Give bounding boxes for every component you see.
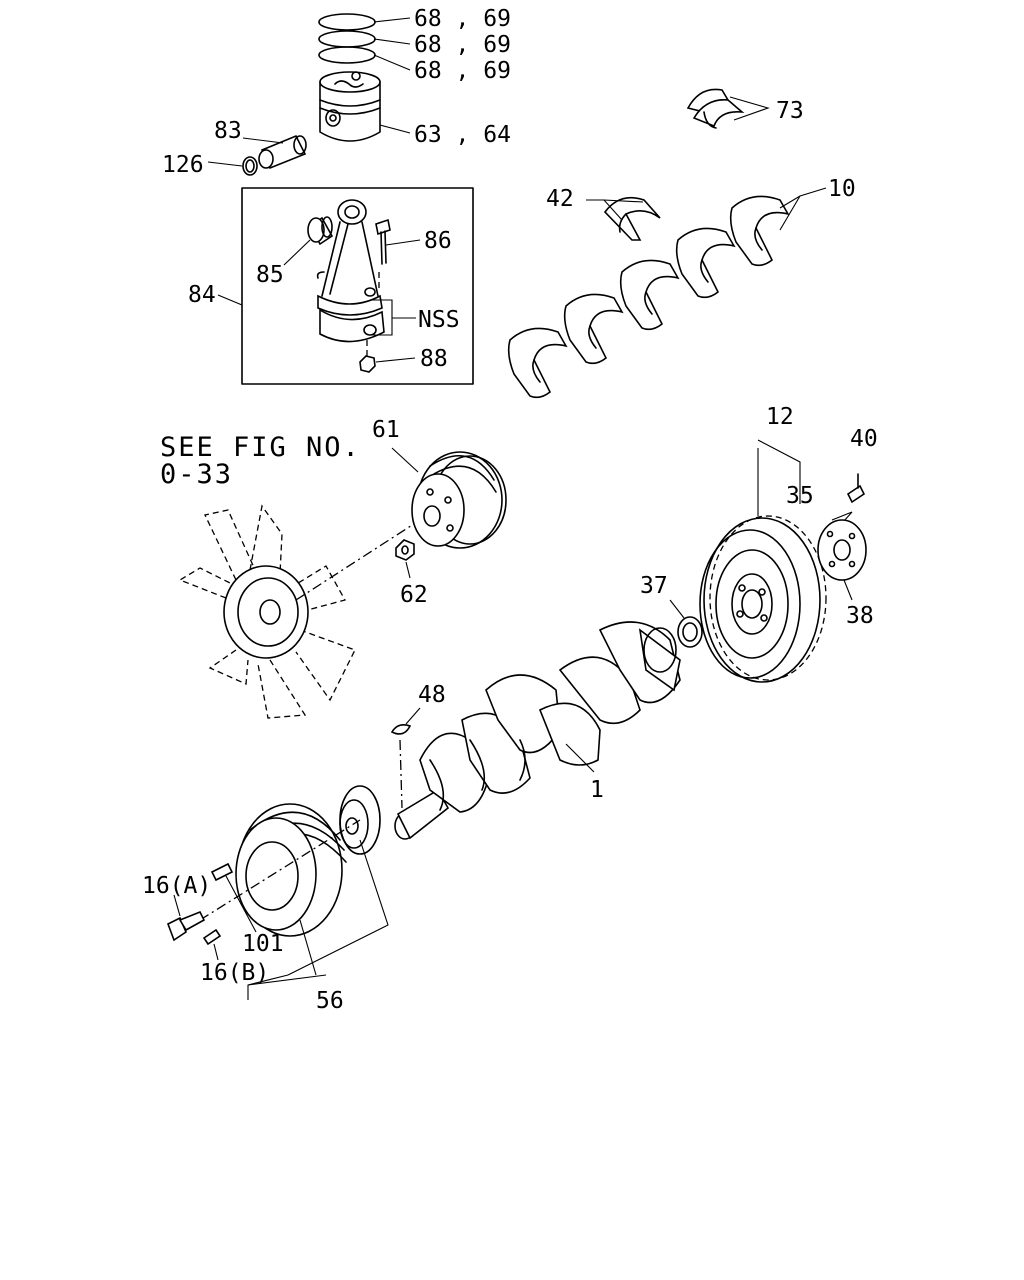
pulley-bolt-a: [166, 894, 206, 942]
flywheel: [699, 439, 827, 683]
label-fan-nut: 62: [400, 582, 428, 608]
connecting-rod: [316, 199, 385, 343]
pulley-bolt-b: [202, 928, 222, 961]
label-thrust-washer: 73: [776, 98, 804, 124]
label-flywheel-plate: 38: [846, 603, 874, 629]
crank-pulley-damper: [199, 785, 381, 937]
label-bolt-b: 16(B): [200, 960, 269, 986]
note-fig-number: 0-33: [160, 459, 233, 490]
label-key: 48: [418, 682, 446, 708]
conrod-bolt: [375, 218, 421, 290]
label-conrod-nut: 88: [420, 346, 448, 372]
note-see-fig: SEE FIG NO.: [160, 432, 361, 463]
label-flywheel-bolt: 40: [850, 426, 878, 452]
label-conrod-bolt: 86: [424, 228, 452, 254]
label-bolt-a: 16(A): [142, 873, 211, 899]
conrod-nut: [359, 340, 416, 373]
label-crankshaft: 1: [590, 777, 604, 803]
label-piston: 63 , 64: [414, 122, 511, 148]
thrust-washer: [686, 88, 770, 129]
label-thrust-bearing: 42: [546, 186, 574, 212]
label-fan-pulley: 61: [372, 417, 400, 443]
flywheel-plate: [817, 519, 867, 601]
nss-bracket: [372, 299, 416, 336]
snap-ring: [207, 156, 258, 176]
label-ring-c: 68 , 69: [414, 58, 511, 84]
label-pilot-bearing: 37: [640, 573, 668, 599]
label-nss: NSS: [418, 307, 460, 333]
label-piston-pin: 83: [214, 118, 242, 144]
label-bushing: 85: [256, 262, 284, 288]
label-snap-ring: 126: [162, 152, 204, 178]
label-ring-b: 68 , 69: [414, 32, 511, 58]
cooling-fan: [178, 504, 421, 719]
piston-pin: [242, 134, 307, 170]
main-bearings: [507, 187, 827, 399]
callout-labels: 68 , 69 68 , 69 68 , 69 63 , 64 83 126 8…: [142, 6, 878, 1014]
label-ring-gear: 35: [786, 483, 814, 509]
conrod-assembly-box: [217, 187, 474, 385]
damper-pin: [210, 862, 257, 933]
thrust-bearing: [586, 196, 661, 241]
label-flywheel: 12: [766, 404, 794, 430]
fan-pulley: [391, 447, 507, 549]
label-ring-a: 68 , 69: [414, 6, 511, 32]
label-main-bearing: 10: [828, 176, 856, 202]
conrod-bushing: [283, 216, 334, 266]
pilot-bearing: [669, 599, 703, 648]
piston: [319, 71, 411, 142]
crankshaft: [394, 621, 681, 840]
label-damper-assy: 56: [316, 988, 344, 1014]
piston-rings: [318, 13, 411, 71]
fan-nut: [395, 539, 415, 579]
crank-key: [390, 707, 421, 809]
label-damper-pin: 101: [242, 931, 284, 957]
label-conrod-assy: 84: [188, 282, 216, 308]
damper-assy-bracket: [247, 839, 389, 1000]
